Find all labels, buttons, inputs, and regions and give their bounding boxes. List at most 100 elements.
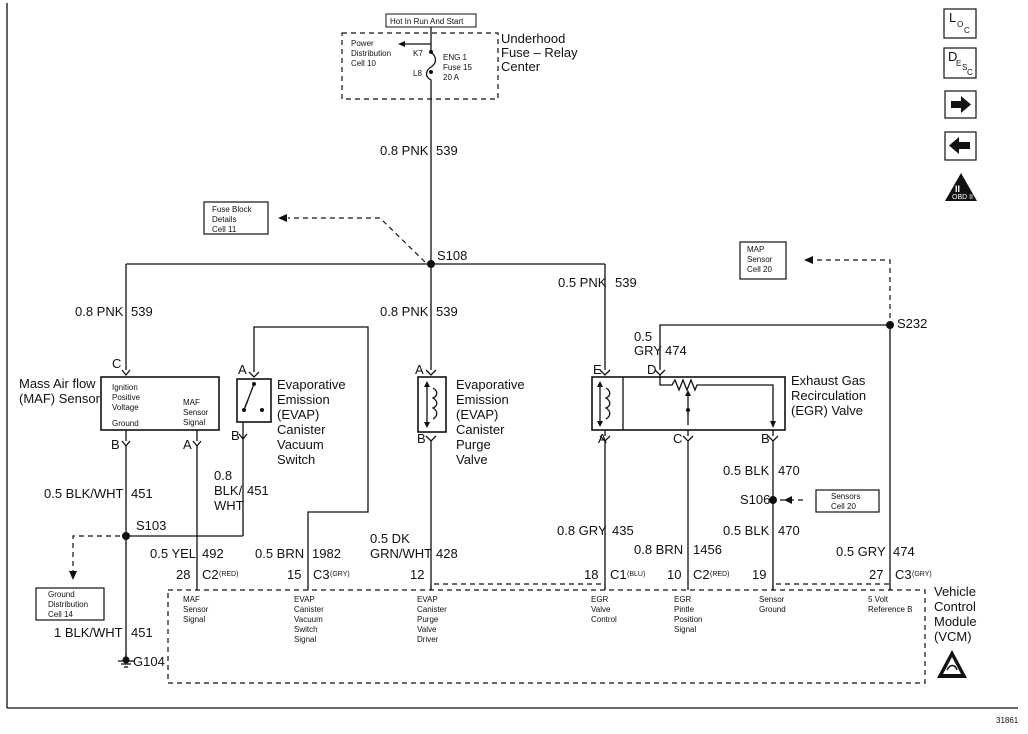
vcm-pin-desc: Control (591, 615, 617, 624)
svg-text:B: B (417, 431, 426, 446)
prev-arrow-button[interactable] (944, 131, 977, 161)
svg-text:C: C (967, 68, 973, 77)
vcm-pin-desc: Valve (417, 625, 437, 634)
svg-text:A: A (238, 362, 247, 377)
map-arrow (804, 256, 813, 264)
svg-text:WHT: WHT (214, 498, 244, 513)
svg-text:Control: Control (934, 599, 976, 614)
vcm-pin-desc: EGR (591, 595, 609, 604)
fuse-line3: 20 A (443, 73, 460, 82)
vcm-pin-desc: Position (674, 615, 702, 624)
fuse-block-leader (288, 217, 426, 263)
svg-text:Ground: Ground (112, 419, 139, 428)
svg-text:Vehicle: Vehicle (934, 584, 976, 599)
vcm-pin-desc: Canister (294, 605, 324, 614)
svg-text:539: 539 (615, 275, 637, 290)
vcm-connector: C3 (313, 567, 330, 582)
s232-label: S232 (897, 316, 927, 331)
svg-text:Valve: Valve (456, 452, 488, 467)
svg-text:Sensors: Sensors (831, 492, 860, 501)
svg-text:D: D (948, 49, 957, 64)
svg-text:(EVAP): (EVAP) (277, 407, 319, 422)
s106-splice (769, 496, 777, 504)
fuse-center-title1: Underhood (501, 31, 565, 46)
svg-text:L: L (949, 10, 956, 25)
svg-text:0.5 YEL: 0.5 YEL (150, 546, 196, 561)
fuse-block-ref[interactable]: Fuse Block Details Cell 11 (203, 201, 269, 235)
svg-text:(VCM): (VCM) (934, 629, 972, 644)
vcm-connector-color: (BLU) (627, 571, 645, 578)
maf-pin-c: C (112, 356, 121, 371)
svg-text:0.5 BLK/WHT: 0.5 BLK/WHT (44, 486, 124, 501)
svg-text:0.5: 0.5 (634, 329, 652, 344)
svg-text:C: C (964, 26, 970, 35)
svg-text:Purge: Purge (456, 437, 491, 452)
svg-text:D: D (647, 362, 656, 377)
ground-dist-leader (72, 535, 120, 572)
svg-text:0.8 GRY: 0.8 GRY (557, 523, 607, 538)
vcm-connector: C1 (610, 567, 627, 582)
svg-text:(EGR) Valve: (EGR) Valve (791, 403, 863, 418)
svg-text:492: 492 (202, 546, 224, 561)
vcm-pin-desc: EVAP (417, 595, 438, 604)
svg-text:Emission: Emission (456, 392, 509, 407)
vcm-pin-desc: 5 Volt (868, 595, 889, 604)
svg-text:539: 539 (131, 304, 153, 319)
evap-vacuum-switch: A B Evaporative Emission (EVAP) Canister… (231, 326, 369, 590)
svg-text:Cell 11: Cell 11 (212, 225, 237, 234)
vcm-pin-desc: Purge (417, 615, 439, 624)
svg-text:B: B (761, 431, 770, 446)
svg-text:E: E (593, 362, 602, 377)
vcm-pin-desc: Signal (183, 615, 205, 624)
sensors-ref[interactable]: Sensors Cell 20 (815, 489, 880, 513)
svg-text:539: 539 (436, 304, 458, 319)
loc-button[interactable]: L O C (943, 8, 977, 39)
svg-text:O: O (957, 20, 963, 29)
vcm-pin-number: 18 (584, 567, 598, 582)
fuse-block-arrow (278, 214, 287, 222)
svg-text:0.5 GRY: 0.5 GRY (836, 544, 886, 559)
desc-button[interactable]: D E S C (943, 47, 977, 79)
svg-text:Mass Air flow: Mass Air flow (19, 376, 96, 391)
ref5v-wire (659, 324, 891, 590)
svg-text:470: 470 (778, 463, 800, 478)
next-arrow-button[interactable] (944, 90, 977, 119)
main-wire-label: 0.8 PNK (380, 143, 429, 158)
vcm-connector: C2 (693, 567, 710, 582)
maf-sensor: C Mass Air flow (MAF) Sensor Ignition Po… (19, 356, 220, 452)
svg-text:C: C (673, 431, 682, 446)
s232-splice (886, 321, 894, 329)
svg-text:Cell 20: Cell 20 (747, 265, 772, 274)
map-leader (814, 259, 891, 318)
svg-text:Vacuum: Vacuum (277, 437, 324, 452)
svg-text:Evaporative: Evaporative (277, 377, 346, 392)
sensors-arrow (784, 496, 792, 504)
ground-dist-ref[interactable]: Ground Distribution Cell 14 (35, 587, 105, 621)
svg-text:Exhaust Gas: Exhaust Gas (791, 373, 866, 388)
svg-text:BLK/: BLK/ (214, 483, 243, 498)
svg-text:0.8 PNK: 0.8 PNK (380, 304, 429, 319)
svg-text:E: E (956, 59, 961, 68)
s103-label: S103 (136, 518, 166, 533)
vcm-pin-number: 12 (410, 567, 424, 582)
svg-text:Emission: Emission (277, 392, 330, 407)
l8-label: L8 (413, 69, 422, 78)
svg-text:Canister: Canister (277, 422, 326, 437)
vcm-connector-color: (RED) (219, 571, 238, 578)
svg-text:Switch: Switch (277, 452, 315, 467)
svg-text:Details: Details (212, 215, 236, 224)
fuse-center-title3: Center (501, 59, 541, 74)
svg-text:(MAF) Sensor: (MAF) Sensor (19, 391, 101, 406)
obd-ii-icon[interactable]: II OBD II (945, 173, 977, 201)
svg-text:(EVAP): (EVAP) (456, 407, 498, 422)
vcm-pin-number: 19 (752, 567, 766, 582)
vcm-connector: C2 (202, 567, 219, 582)
map-sensor-ref[interactable]: MAP Sensor Cell 20 (739, 241, 787, 280)
svg-text:0.8: 0.8 (214, 468, 232, 483)
egr-valve: E D A C B Exhaust Gas Recirculation (EGR… (591, 362, 866, 446)
vcm-pin-desc: EGR (674, 595, 692, 604)
